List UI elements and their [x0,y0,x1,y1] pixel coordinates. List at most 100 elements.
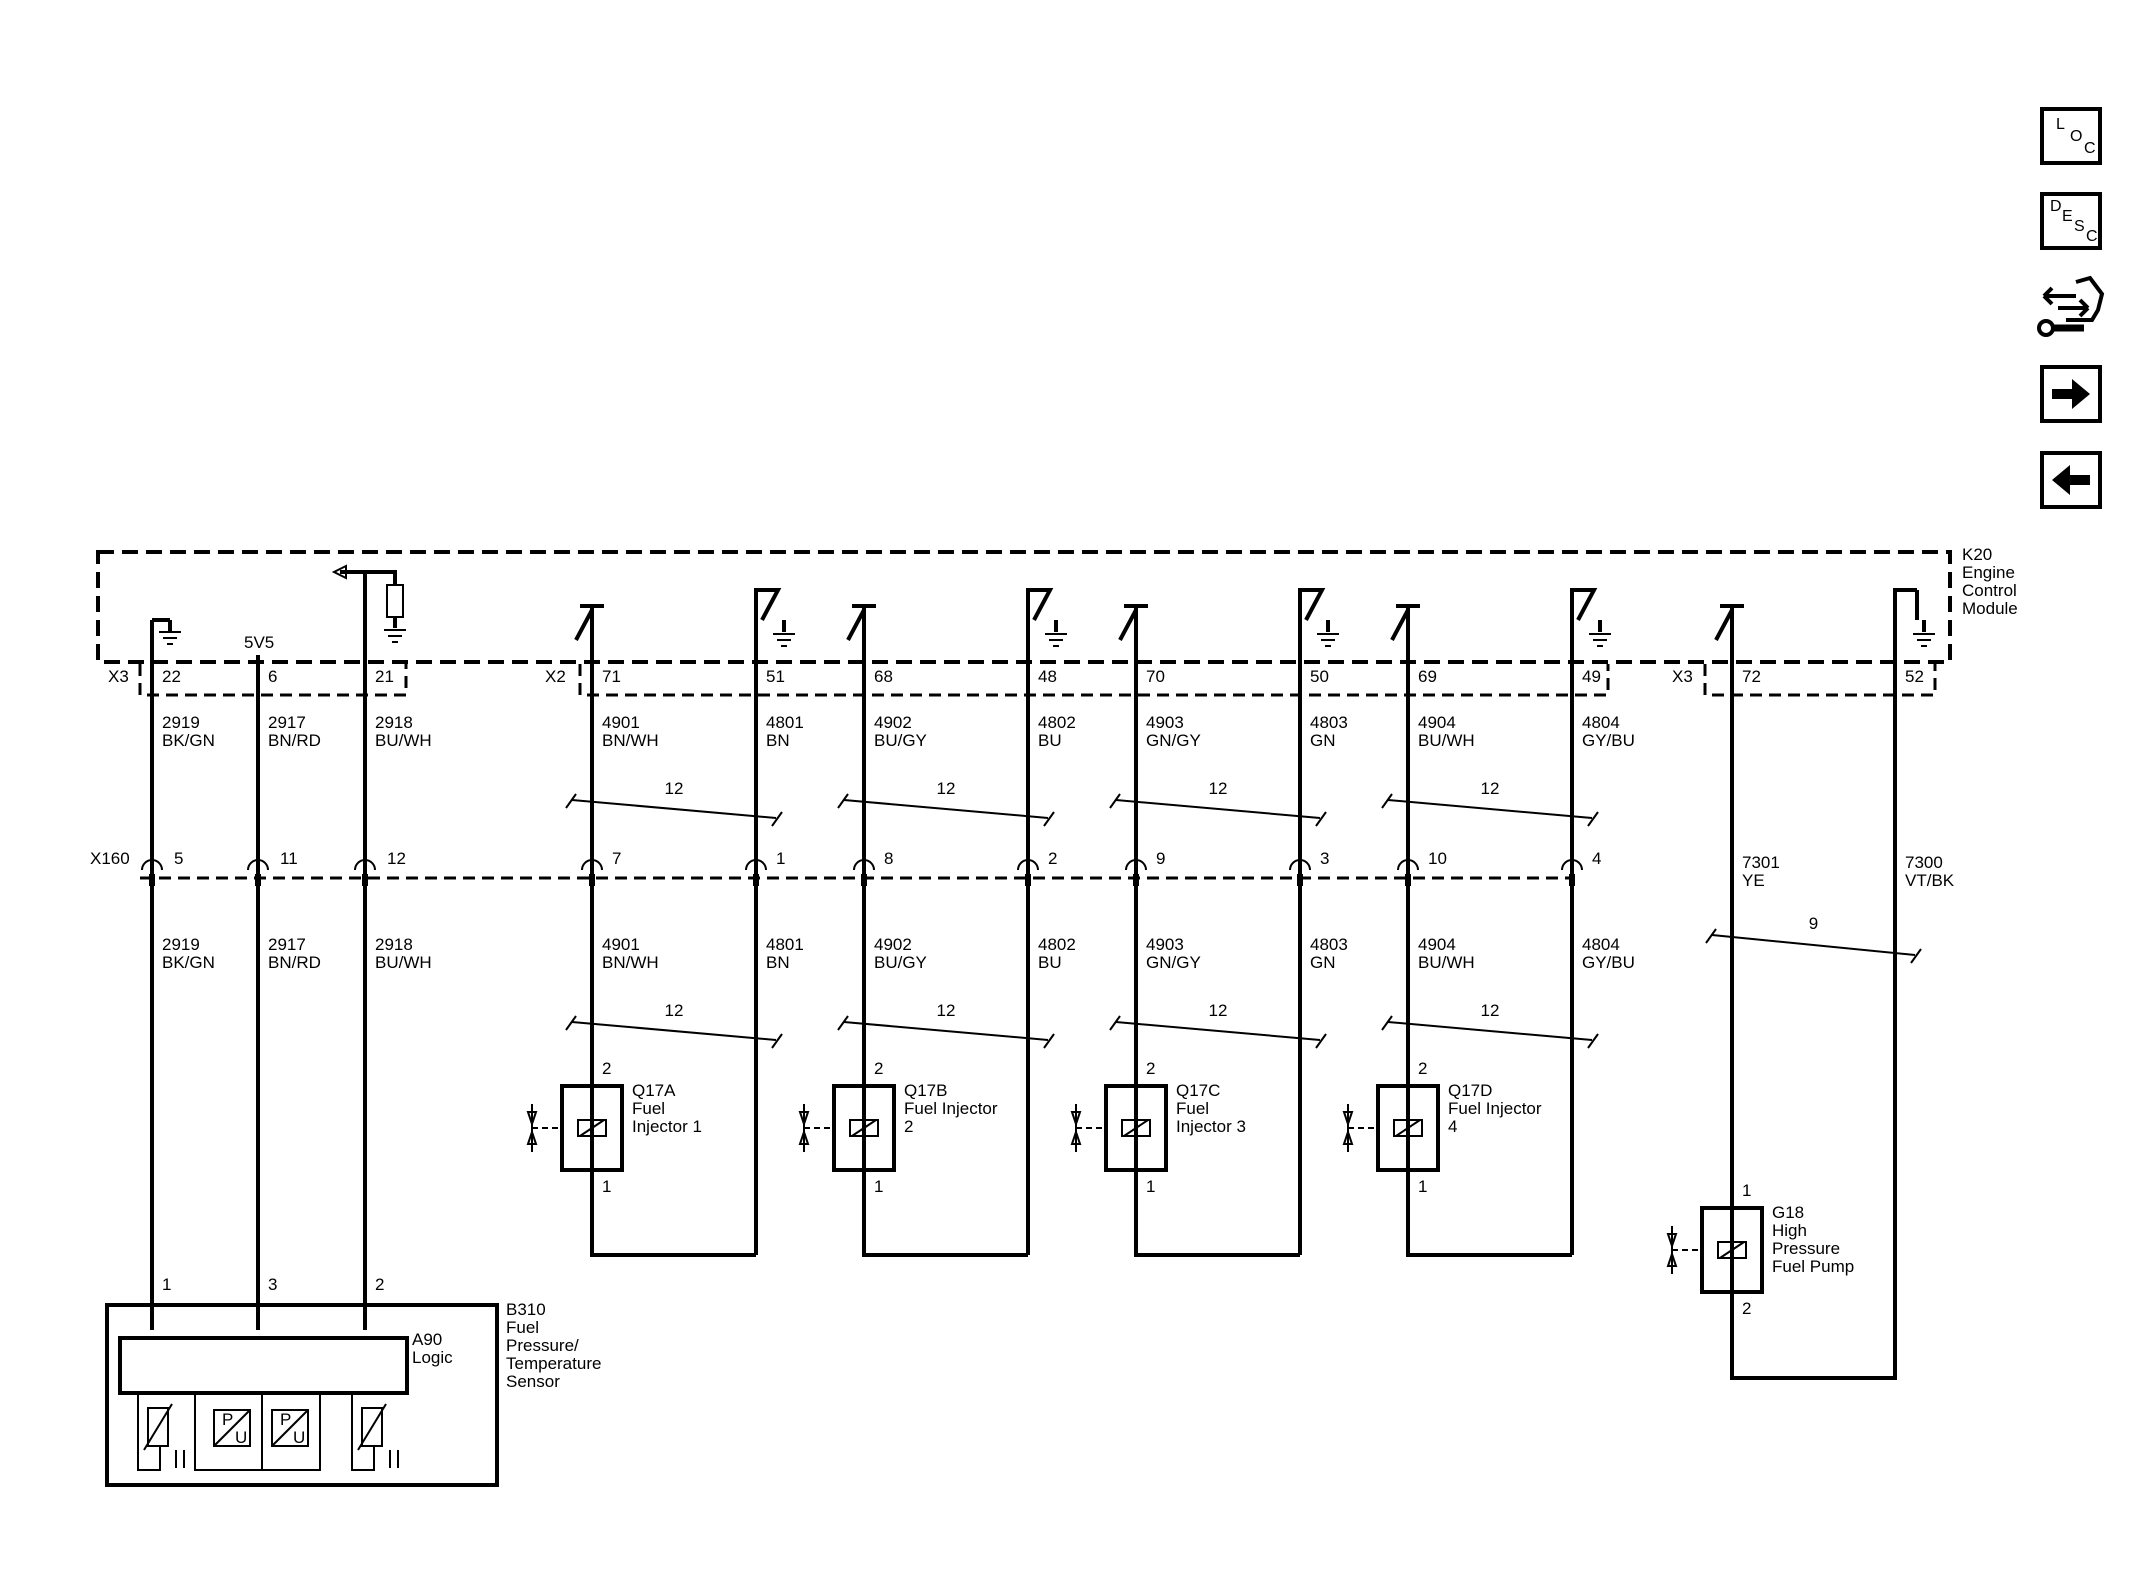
inj-ls-ground-3 [1589,633,1611,647]
temp-element-right-arrows [389,1450,399,1468]
inj-ls-ground-1 [1045,633,1067,647]
sensor-circuit-top-2: 2918 [375,713,413,732]
connector-view-button[interactable] [2036,272,2106,344]
pump-coil [1717,1241,1747,1259]
inline-sensor-1-cup [247,859,269,871]
inj-pin-bot-2: 1 [1146,1177,1155,1196]
inj-hs-circuit-bot-3: 4904 [1418,935,1456,954]
pressure-element-2-p: P [280,1410,291,1429]
pump-twist-label: 9 [1809,914,1818,933]
module-ground-21 [384,629,406,643]
pump-coil-slash [1719,1241,1745,1259]
sensor-circuit-top-0: 2919 [162,713,200,732]
inline-inj-ls-2-cup [1289,859,1311,871]
inline-sensor-2-cup [354,859,376,871]
inline-inj-hs-1-cup [853,859,875,871]
pump-id: G18 [1772,1203,1804,1222]
inj-twist-bot-1-tick-l [837,1015,849,1031]
inj-ls-circuit-top-2: 4803 [1310,713,1348,732]
sensor-pin-2: 21 [375,667,394,686]
pressure-element-1-u: U [235,1428,247,1447]
inj-twist-top-2-line [1115,799,1321,819]
inj-twist-bot-2-line [1115,1021,1321,1041]
inline-inj-ls-1-pin [1025,874,1031,886]
inj-twist-top-3-label: 12 [1481,779,1500,798]
injector-id-1: Q17B [904,1081,947,1100]
sensor-pin-bottom-1: 3 [268,1275,277,1294]
pump-hs-color: YE [1742,871,1765,890]
inj-hs-inline-3: 10 [1428,849,1447,868]
description-button[interactable]: D E S C [2040,192,2102,250]
sensor-circuit-bot-2: 2918 [375,935,413,954]
inj-ls-wire-2 [1298,588,1326,1255]
sensor-circuit-bot-0: 2919 [162,935,200,954]
inline-sensor-pin-1: 11 [280,849,298,868]
temp-element-left-arrows [175,1450,185,1468]
inj-ls-color-bot-2: GN [1310,953,1336,972]
inline-inj-ls-2-pin [1297,874,1303,886]
pump-ls-pin: 52 [1905,667,1924,686]
inj-ls-circuit-top-3: 4804 [1582,713,1620,732]
inj-ls-circuit-top-0: 4801 [766,713,804,732]
inj-ls-ground-2 [1317,633,1339,647]
inline-inj-ls-0-cup [745,859,767,871]
inj-hs-inline-2: 9 [1156,849,1165,868]
inj-return-1 [862,1170,1028,1257]
pump-twist-tick-r [1910,948,1922,964]
pump-pin-bot: 2 [1742,1299,1751,1318]
inj-twist-bot-0-tick-l [565,1015,577,1031]
temp-element-left-body [147,1407,169,1447]
inj-twist-top-1-tick-l [837,793,849,809]
loc-letter-2: O [2070,128,2083,145]
inj-ls-pin-2: 50 [1310,667,1329,686]
inj-twist-bot-2-label: 12 [1209,1001,1228,1020]
injector-id-2: Q17C [1176,1081,1220,1100]
signal-arrow-head [331,564,347,580]
inj-ls-color-bot-1: BU [1038,953,1062,972]
inj-pin-top-2: 2 [1146,1059,1155,1078]
inline-inj-hs-2-pin [1133,874,1139,886]
inj-hs-switch-3 [1390,609,1410,641]
inj-ls-circuit-top-1: 4802 [1038,713,1076,732]
sensor-color-bot-2: BU/WH [375,953,432,972]
injector-3-box [1376,1084,1440,1172]
inj-ls-ground-0 [773,633,795,647]
pump-ls-color: VT/BK [1905,871,1955,890]
sensor-color-top-1: BN/RD [268,731,321,750]
next-page-button[interactable] [2040,365,2102,423]
inj-pin-bot-0: 1 [602,1177,611,1196]
inj-twist-top-2-tick-r [1315,811,1327,827]
location-button[interactable]: L O C [2040,107,2102,165]
inj-twist-top-0-tick-l [565,793,577,809]
inj-pin-bot-1: 1 [874,1177,883,1196]
inj-twist-top-3-tick-r [1587,811,1599,827]
inj-pin-top-1: 2 [874,1059,883,1078]
inj-ls-wire-0 [754,588,782,1255]
inj-twist-top-1-line [843,799,1049,819]
pump-pin-top: 1 [1742,1181,1751,1200]
inj-twist-bot-3-tick-r [1587,1033,1599,1049]
inj-twist-bot-1-line [843,1021,1049,1041]
pressure-element-2-box [271,1409,309,1447]
inj-hs-color-top-3: BU/WH [1418,731,1475,750]
injector-1-coil [849,1119,879,1137]
inj-ls-circuit-bot-1: 4802 [1038,935,1076,954]
connector-x3-strip [138,664,408,697]
previous-page-button[interactable] [2040,451,2102,509]
pump-circuit-wire [1730,588,1917,1380]
inj-ls-inline-3: 4 [1592,849,1601,868]
inj-hs-pin-3: 69 [1418,667,1437,686]
pump-hs-pin: 72 [1742,667,1761,686]
module-id: K20 [1962,545,1992,564]
inline-inj-ls-3-pin [1569,874,1575,886]
desc-letter-3: S [2074,218,2085,235]
pressure-loop [194,1393,321,1471]
injector-0-coil [577,1119,607,1137]
inj-twist-top-0-tick-r [771,811,783,827]
inj-twist-bot-3-line [1387,1021,1593,1041]
inline-inj-ls-1-cup [1017,859,1039,871]
sensor-color-top-2: BU/WH [375,731,432,750]
